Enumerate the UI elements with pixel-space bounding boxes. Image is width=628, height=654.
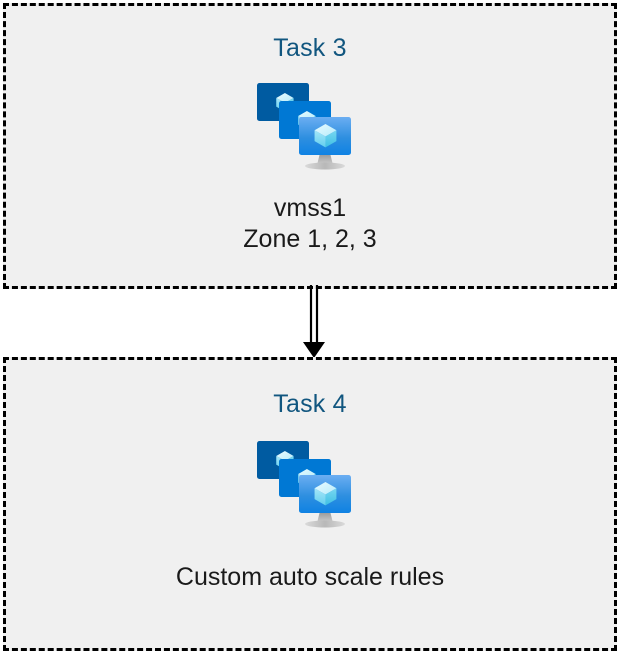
- task-box-task-3[interactable]: Task 3: [3, 3, 617, 289]
- vm-scale-set-icon: [250, 435, 370, 535]
- down-arrow-connector: [298, 285, 330, 360]
- task-box-title: Task 3: [273, 34, 347, 62]
- task-box-task-4[interactable]: Task 4: [3, 357, 617, 651]
- task-box-caption: vmss1 Zone 1, 2, 3: [243, 193, 376, 256]
- caption-line: vmss1: [273, 194, 347, 222]
- task-box-title: Task 4: [273, 390, 347, 418]
- caption-line: Zone 1, 2, 3: [243, 225, 377, 254]
- task-box-caption: Custom auto scale rules: [176, 562, 444, 593]
- vm-scale-set-icon: [250, 77, 370, 177]
- caption-line: Custom auto scale rules: [175, 563, 445, 591]
